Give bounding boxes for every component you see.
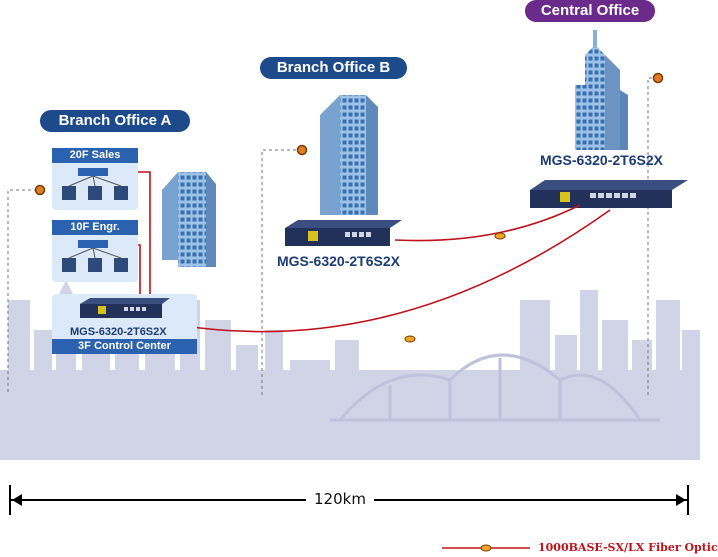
central-building — [575, 30, 628, 150]
sales-devices-icon — [62, 168, 128, 200]
bridge — [330, 353, 660, 422]
branch-a-model-label: MGS-6320-2T6S2X — [70, 326, 167, 338]
branch-b-model-label: MGS-6320-2T6S2X — [277, 253, 400, 269]
branch-a-building — [162, 172, 216, 267]
control-label: 3F Control Center — [52, 339, 197, 354]
distance-label: 120km — [306, 490, 374, 508]
engr-label: 10F Engr. — [52, 220, 138, 235]
branch-b-label: Branch Office B — [260, 57, 407, 79]
central-switch-device — [530, 180, 688, 208]
sales-label: 20F Sales — [52, 148, 138, 163]
central-office-label: Central Office — [525, 0, 655, 22]
engr-devices-icon — [62, 240, 128, 272]
legend-label: 1000BASE-SX/LX Fiber Optic — [538, 541, 718, 554]
branch-b-switch-device — [285, 220, 402, 246]
leader-dots — [34, 72, 664, 196]
leader-lines — [7, 77, 656, 395]
branch-b-building — [320, 95, 378, 215]
branch-a-switch-device — [80, 298, 170, 318]
central-model-label: MGS-6320-2T6S2X — [540, 152, 663, 168]
legend-line — [442, 544, 530, 552]
branch-a-label: Branch Office A — [40, 110, 190, 132]
